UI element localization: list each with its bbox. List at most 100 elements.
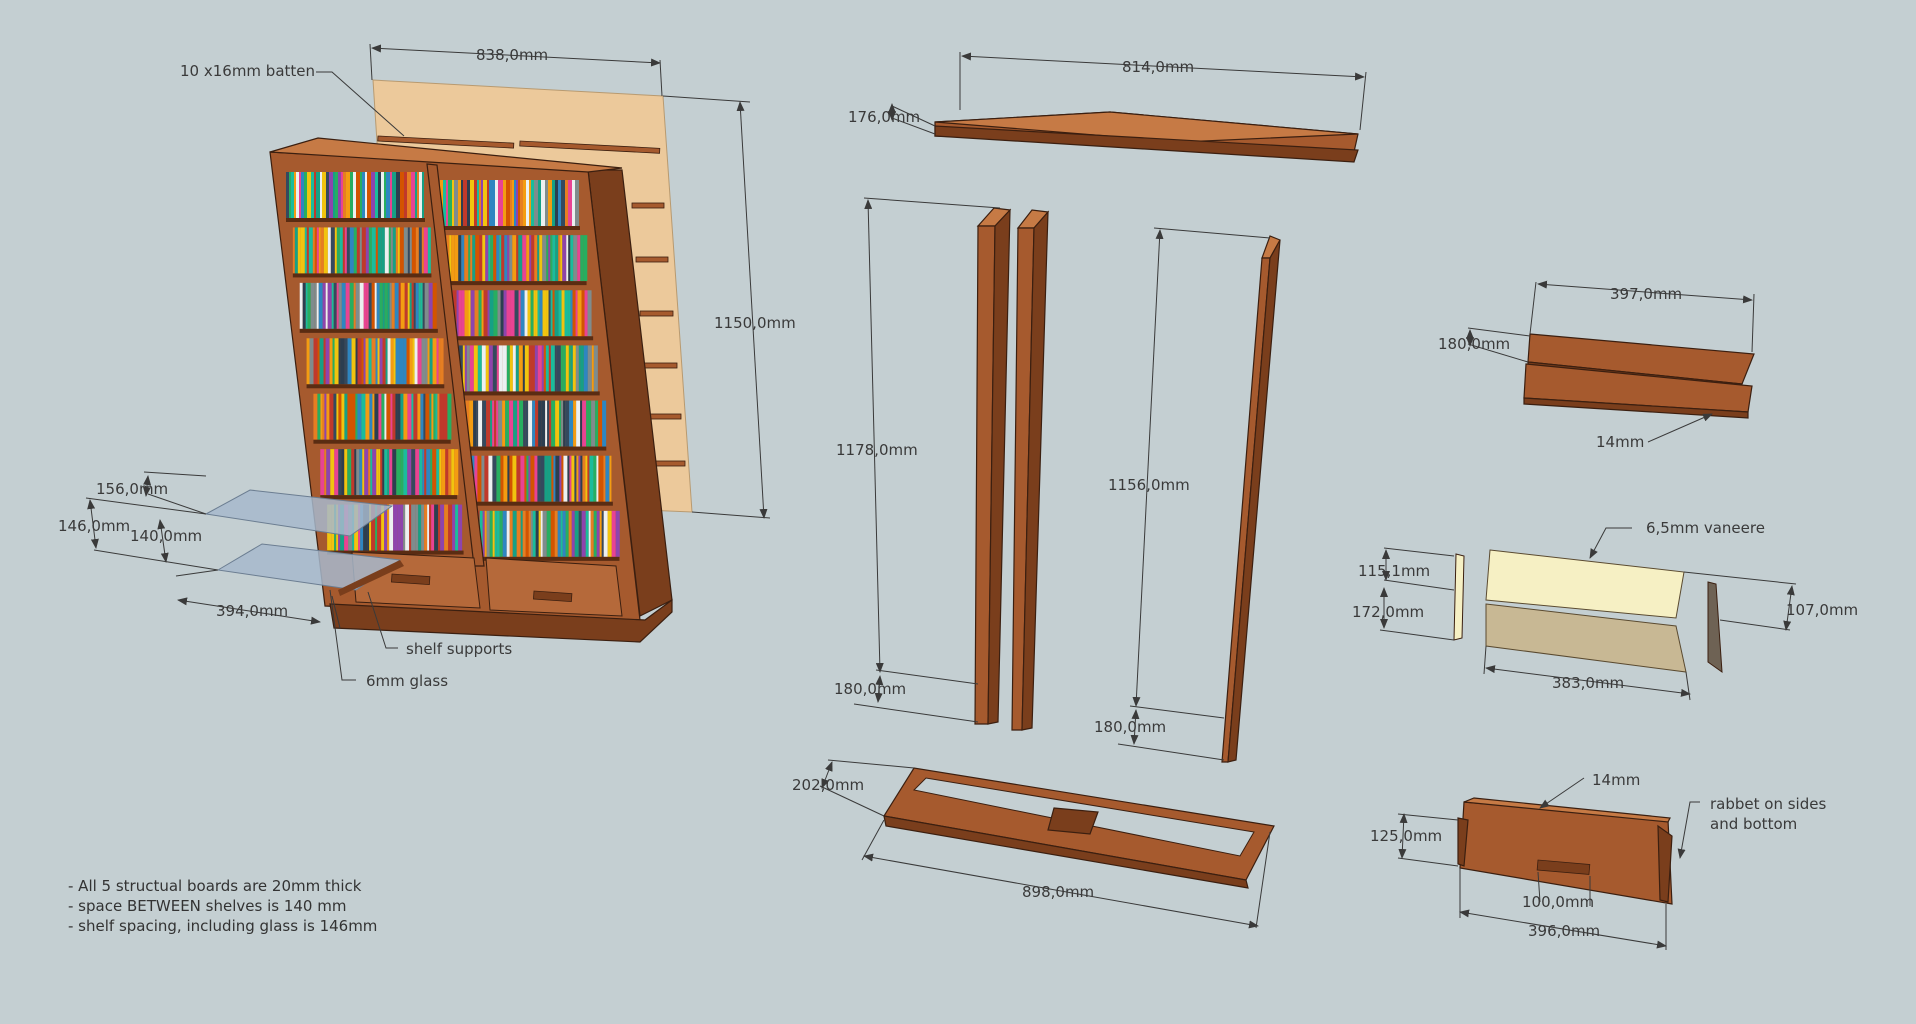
cd-spine <box>458 235 462 282</box>
cd-spine <box>347 338 352 385</box>
cd-spine <box>433 393 436 440</box>
cd-spine <box>384 449 388 496</box>
label-172: 172,0mm <box>1352 603 1424 621</box>
cd-spine <box>407 449 412 496</box>
cd-spine <box>311 172 314 218</box>
cd-spine <box>355 282 360 329</box>
cd-spine <box>318 227 321 274</box>
cd-spine <box>518 180 520 226</box>
cd-spine <box>486 400 491 447</box>
cd-spine <box>517 400 520 447</box>
cd-spine <box>445 449 449 496</box>
cd-spine <box>418 282 421 329</box>
cd-spine <box>528 400 533 447</box>
cd-spine <box>502 510 507 557</box>
cd-spine <box>478 400 483 447</box>
cd-spine <box>344 449 348 496</box>
cd-spine <box>389 504 394 551</box>
cd-spine <box>329 393 334 440</box>
cd-spine <box>462 345 465 392</box>
cd-spine <box>314 172 316 218</box>
cd-spine <box>500 180 503 226</box>
cd-spine <box>417 338 422 385</box>
cd-spine <box>403 338 407 385</box>
label-180a: 180,0mm <box>834 680 906 698</box>
label-107: 107,0mm <box>1786 601 1858 619</box>
cd-spine <box>583 235 588 282</box>
cd-spine <box>464 345 467 392</box>
cd-spine <box>466 345 470 392</box>
cd-spine <box>427 504 430 551</box>
cd-spine <box>587 290 592 337</box>
cd-spine <box>584 290 588 337</box>
drawer-parts <box>1453 549 1723 674</box>
cd-spine <box>481 345 486 392</box>
cd-spine <box>572 180 575 226</box>
cd-spine <box>551 400 556 447</box>
cd-spine <box>565 180 568 226</box>
cd-spine <box>494 400 497 447</box>
cd-spine <box>355 393 358 440</box>
cd-spine <box>338 449 342 496</box>
cd-spine <box>378 172 381 218</box>
cd-spine <box>434 504 439 551</box>
cd-spine <box>561 290 565 337</box>
cd-spine <box>454 449 459 496</box>
center-divider-board <box>1011 209 1050 731</box>
cd-spine <box>430 449 433 496</box>
cd-spine <box>481 180 483 226</box>
cd-spine <box>591 400 596 447</box>
cd-spine <box>522 510 526 557</box>
cd-spine <box>557 510 561 557</box>
cd-spine <box>378 449 381 496</box>
label-180b: 180,0mm <box>1094 718 1166 736</box>
label-180c: 180,0mm <box>1438 335 1510 353</box>
cd-spine <box>558 235 561 282</box>
cd-spine <box>576 400 581 447</box>
cd-spine <box>520 290 525 337</box>
cd-spine <box>361 227 366 274</box>
cd-spine <box>409 338 413 385</box>
cd-spine <box>346 172 348 218</box>
shelf-edge <box>299 328 438 333</box>
cd-spine <box>565 400 570 447</box>
label-156: 156,0mm <box>96 480 168 498</box>
cd-spine <box>522 235 527 282</box>
cd-spine <box>316 227 319 274</box>
cd-spine <box>381 172 384 218</box>
cd-spine <box>386 393 391 440</box>
label-397: 397,0mm <box>1610 285 1682 303</box>
cd-spine <box>492 455 497 502</box>
cd-spine <box>306 338 310 385</box>
cd-spine <box>574 455 577 502</box>
cd-spine <box>492 400 495 447</box>
cd-spine <box>464 290 469 337</box>
cd-spine <box>440 338 444 385</box>
cd-spine <box>474 180 477 226</box>
cd-spine <box>530 290 534 337</box>
cd-spine <box>341 449 345 496</box>
cd-spine <box>441 449 446 496</box>
cd-spine <box>370 449 373 496</box>
cd-spine <box>403 227 408 274</box>
cd-spine <box>422 449 425 496</box>
cd-spine <box>479 180 481 226</box>
notes: - All 5 structual boards are 20mm thick … <box>68 876 377 936</box>
cd-spine <box>496 455 501 502</box>
label-140: 140,0mm <box>130 527 202 545</box>
cd-spine <box>500 455 504 502</box>
cd-spine <box>314 282 317 329</box>
cd-spine <box>336 227 340 274</box>
cd-spine <box>331 282 334 329</box>
cd-spine <box>422 172 424 218</box>
cd-spine <box>532 400 536 447</box>
cd-spine <box>413 282 416 329</box>
shelf-edge <box>458 391 600 396</box>
cd-spine <box>342 227 345 274</box>
cd-spine <box>465 180 467 226</box>
cd-spine <box>371 504 376 551</box>
cd-spine <box>409 227 412 274</box>
cd-spine <box>577 235 581 282</box>
cd-spine <box>487 180 489 226</box>
shelf-edge <box>452 336 594 341</box>
